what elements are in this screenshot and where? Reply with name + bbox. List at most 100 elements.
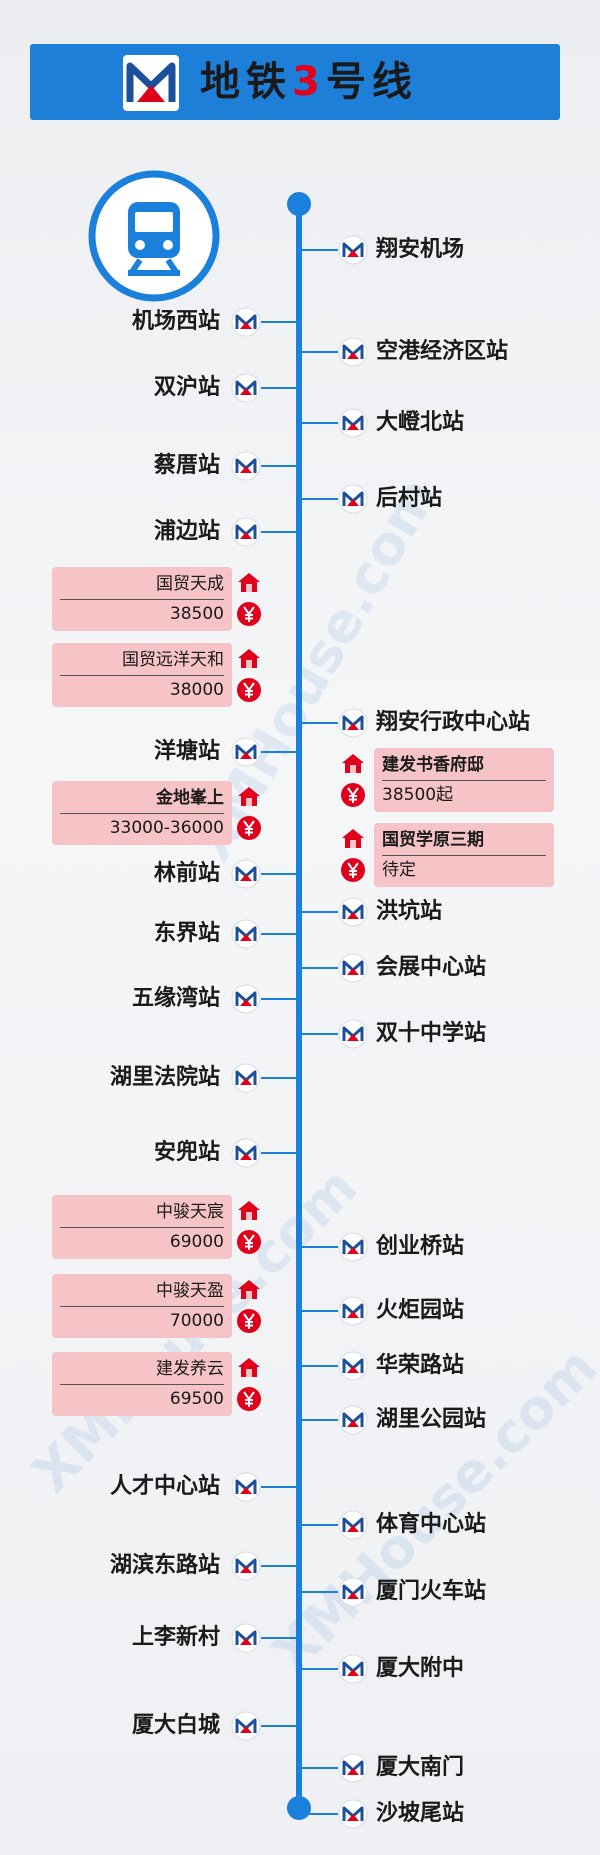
property-price: 69500	[169, 1389, 224, 1409]
line-start-dot	[287, 192, 311, 216]
property-divider	[60, 1227, 224, 1228]
metro-station-icon	[338, 235, 368, 265]
station-connector	[261, 1152, 296, 1154]
metro-line	[296, 200, 302, 1810]
property-divider	[60, 599, 224, 600]
property-price: 69000	[169, 1232, 224, 1252]
property-name: 中骏天盈	[156, 1281, 224, 1301]
station-name: 上李新村	[131, 1625, 220, 1650]
station-connector	[302, 249, 338, 251]
house-icon	[340, 826, 366, 852]
metro-station-icon	[231, 1623, 261, 1653]
station-connector	[261, 321, 296, 323]
station-name: 厦大白城	[131, 1713, 220, 1738]
station-connector	[302, 1668, 338, 1670]
yen-icon	[236, 1229, 262, 1255]
house-icon	[236, 646, 262, 672]
metro-station-icon	[338, 953, 368, 983]
station-connector	[261, 873, 296, 875]
station-connector	[261, 531, 296, 533]
header-banner: 地铁3号线	[30, 44, 560, 120]
yen-icon	[236, 1386, 262, 1412]
property-name: 建发养云	[156, 1359, 224, 1379]
property-card: 中骏天宸 69000	[52, 1195, 232, 1259]
yen-icon	[236, 677, 262, 703]
metro-station-icon	[231, 1138, 261, 1168]
station-name: 会展中心站	[376, 955, 487, 980]
metro-station-icon	[231, 1063, 261, 1093]
metro-station-icon	[338, 1654, 368, 1684]
metro-station-icon	[338, 1510, 368, 1540]
metro-station-icon	[338, 1799, 368, 1829]
property-divider	[60, 1306, 224, 1307]
metro-station-icon	[231, 451, 261, 481]
house-icon	[236, 1198, 262, 1224]
station-name: 双沪站	[153, 375, 220, 400]
station-name: 洋塘站	[153, 739, 220, 764]
station-name: 沙坡尾站	[376, 1801, 465, 1826]
station-connector	[302, 1365, 338, 1367]
station-connector	[302, 1767, 338, 1769]
yen-icon	[340, 857, 366, 883]
station-connector	[302, 1813, 338, 1815]
station-connector	[261, 1565, 296, 1567]
metro-station-icon	[231, 517, 261, 547]
property-divider	[60, 1384, 224, 1385]
metro-station-icon	[231, 859, 261, 889]
yen-icon	[236, 1308, 262, 1334]
station-name: 后村站	[376, 486, 443, 511]
property-price: 38000	[169, 680, 224, 700]
property-name: 建发书香府邸	[382, 755, 484, 775]
station-name: 体育中心站	[376, 1512, 487, 1537]
station-connector	[302, 911, 338, 913]
station-connector	[302, 1033, 338, 1035]
station-connector	[261, 933, 296, 935]
station-name: 厦大附中	[376, 1656, 465, 1681]
metro-station-icon	[338, 1232, 368, 1262]
house-icon	[236, 1277, 262, 1303]
metro-station-icon	[338, 897, 368, 927]
line-end-dot	[287, 1796, 311, 1820]
property-divider	[60, 813, 224, 814]
station-connector	[302, 1591, 338, 1593]
metro-station-icon	[338, 408, 368, 438]
station-name: 安兜站	[153, 1140, 220, 1165]
property-divider	[382, 855, 546, 856]
station-connector	[261, 1077, 296, 1079]
station-name: 湖滨东路站	[109, 1553, 220, 1578]
station-name: 厦大南门	[376, 1755, 465, 1780]
station-name: 大嶝北站	[376, 410, 465, 435]
station-connector	[261, 998, 296, 1000]
metro-station-icon	[338, 1296, 368, 1326]
metro-station-icon	[338, 1405, 368, 1435]
metro-station-icon	[231, 737, 261, 767]
station-name: 翔安行政中心站	[376, 710, 531, 735]
house-icon	[236, 784, 262, 810]
metro-station-icon	[338, 484, 368, 514]
property-name: 国贸天成	[156, 574, 224, 594]
metro-station-icon	[231, 1711, 261, 1741]
property-name: 金地峯上	[156, 788, 224, 808]
metro-station-icon	[231, 1472, 261, 1502]
station-connector	[302, 498, 338, 500]
property-divider	[382, 780, 546, 781]
station-name: 机场西站	[131, 309, 220, 334]
property-price: 待定	[382, 860, 416, 880]
station-connector	[302, 722, 338, 724]
station-name: 创业桥站	[376, 1234, 465, 1259]
station-connector	[261, 751, 296, 753]
property-name: 中骏天宸	[156, 1202, 224, 1222]
property-card: 金地峯上 33000-36000	[52, 781, 232, 845]
station-connector	[261, 1637, 296, 1639]
property-price: 33000-36000	[109, 818, 224, 838]
station-connector	[302, 1524, 338, 1526]
station-connector	[302, 967, 338, 969]
station-connector	[302, 1419, 338, 1421]
station-name: 洪坑站	[376, 899, 443, 924]
station-connector	[302, 422, 338, 424]
property-divider	[60, 675, 224, 676]
